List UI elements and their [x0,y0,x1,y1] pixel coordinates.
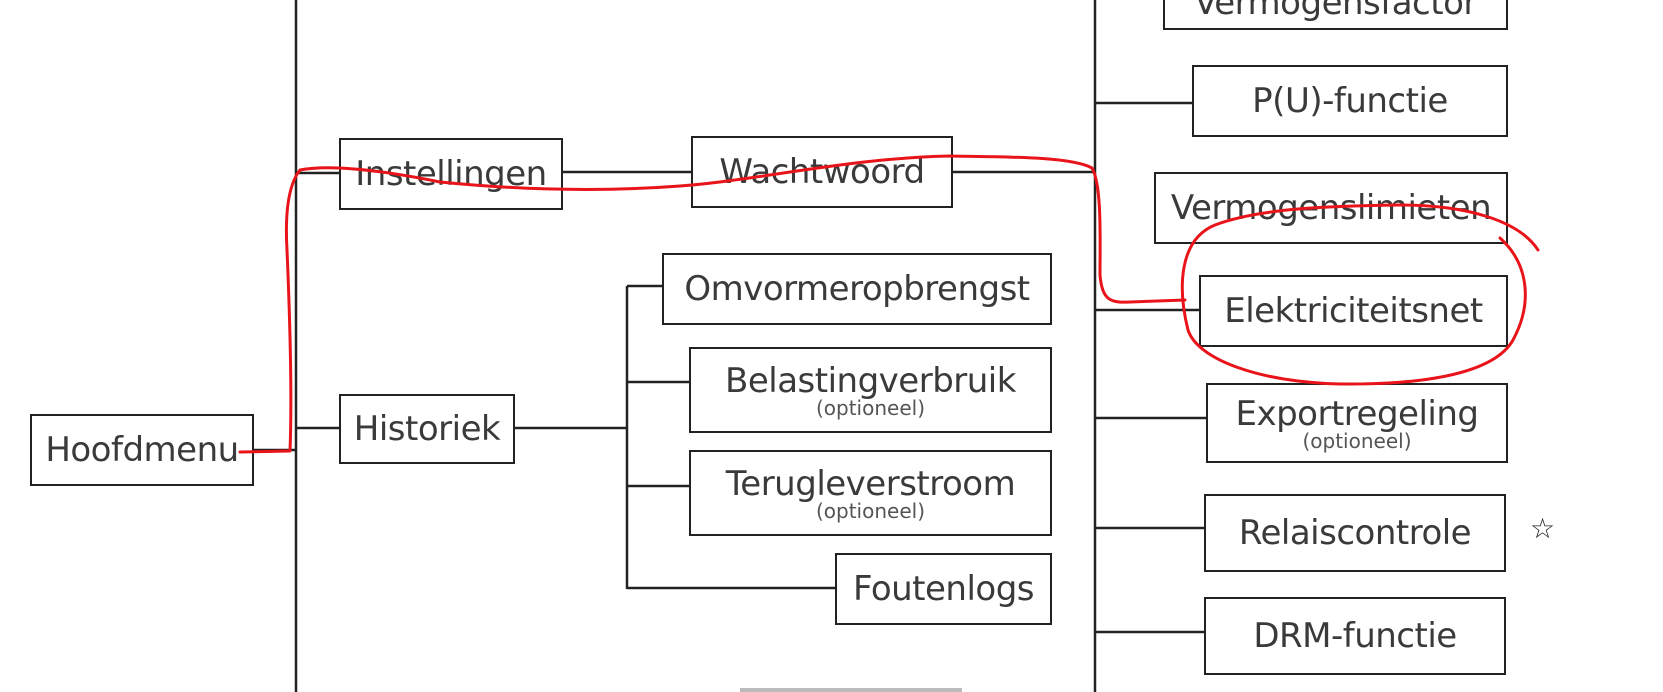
node-wachtwoord-label: Wachtwoord [719,152,925,192]
node-omvormeropbrengst-label: Omvormeropbrengst [684,269,1030,309]
node-pu-functie-label: P(U)-functie [1252,81,1448,121]
node-belastingverbruik-label: Belastingverbruik [725,361,1016,401]
node-drm-functie-label: DRM-functie [1253,616,1457,656]
node-belastingverbruik: Belastingverbruik (optioneel) [689,347,1052,433]
node-pu-functie: P(U)-functie [1192,65,1508,137]
node-relaiscontrole: Relaiscontrole [1204,494,1506,572]
node-terugleverstroom: Terugleverstroom (optioneel) [689,450,1052,536]
node-elektriciteitsnet: Elektriciteitsnet [1199,275,1508,347]
node-exportregeling: Exportregeling (optioneel) [1206,383,1508,463]
node-hoofdmenu: Hoofdmenu [30,414,254,486]
node-exportregeling-label: Exportregeling [1235,394,1479,434]
node-belastingverbruik-note: (optioneel) [815,396,925,420]
node-hoofdmenu-label: Hoofdmenu [45,430,239,470]
node-instellingen-label: Instellingen [355,154,547,194]
node-wachtwoord: Wachtwoord [691,136,953,208]
node-vermogenslimieten: Vermogenslimieten [1154,172,1508,244]
node-vermogensfactor-label: Vermogensfactor [1194,0,1477,23]
node-elektriciteitsnet-label: Elektriciteitsnet [1224,291,1483,331]
node-historiek: Historiek [339,394,515,464]
node-terugleverstroom-label: Terugleverstroom [725,464,1016,504]
node-historiek-label: Historiek [353,409,501,449]
node-terugleverstroom-note: (optioneel) [815,499,925,523]
node-relaiscontrole-label: Relaiscontrole [1238,513,1472,553]
star-icon: ☆ [1530,512,1556,545]
node-omvormeropbrengst: Omvormeropbrengst [662,253,1052,325]
node-instellingen: Instellingen [339,138,563,210]
node-foutenlogs-label: Foutenlogs [852,569,1035,609]
node-vermogensfactor: Vermogensfactor [1163,0,1508,30]
node-drm-functie: DRM-functie [1204,597,1506,675]
node-vermogenslimieten-label: Vermogenslimieten [1170,188,1492,228]
node-foutenlogs: Foutenlogs [835,553,1052,625]
node-exportregeling-note: (optioneel) [1302,429,1412,453]
